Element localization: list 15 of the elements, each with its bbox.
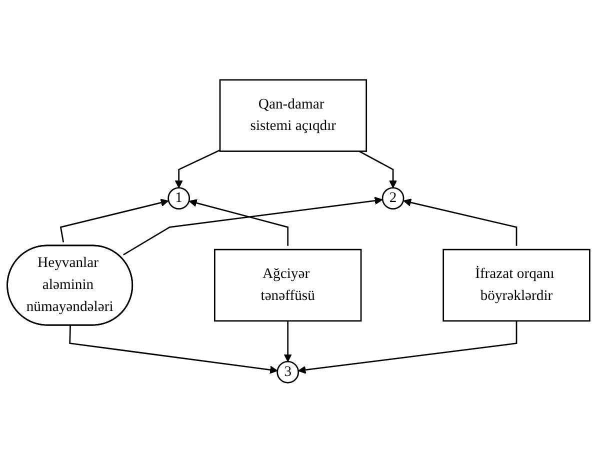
node-box: Ağciyər tənəffüsü	[214, 248, 362, 322]
arrow	[123, 196, 383, 256]
node-circle: 1	[168, 187, 190, 210]
arrow	[298, 320, 518, 374]
arrow	[358, 150, 398, 188]
node-box: Qan-damar sistemi açıqdır	[219, 79, 368, 152]
arrow	[189, 199, 289, 246]
node-box: İfrazat orqanı böyrəklərdir	[442, 248, 590, 322]
arrow	[284, 320, 292, 362]
arrow	[403, 198, 518, 246]
arrow	[69, 325, 278, 374]
arrow	[60, 198, 169, 242]
node-circle: 3	[276, 360, 300, 384]
arrow	[174, 149, 220, 188]
node-circle: 2	[382, 187, 404, 210]
